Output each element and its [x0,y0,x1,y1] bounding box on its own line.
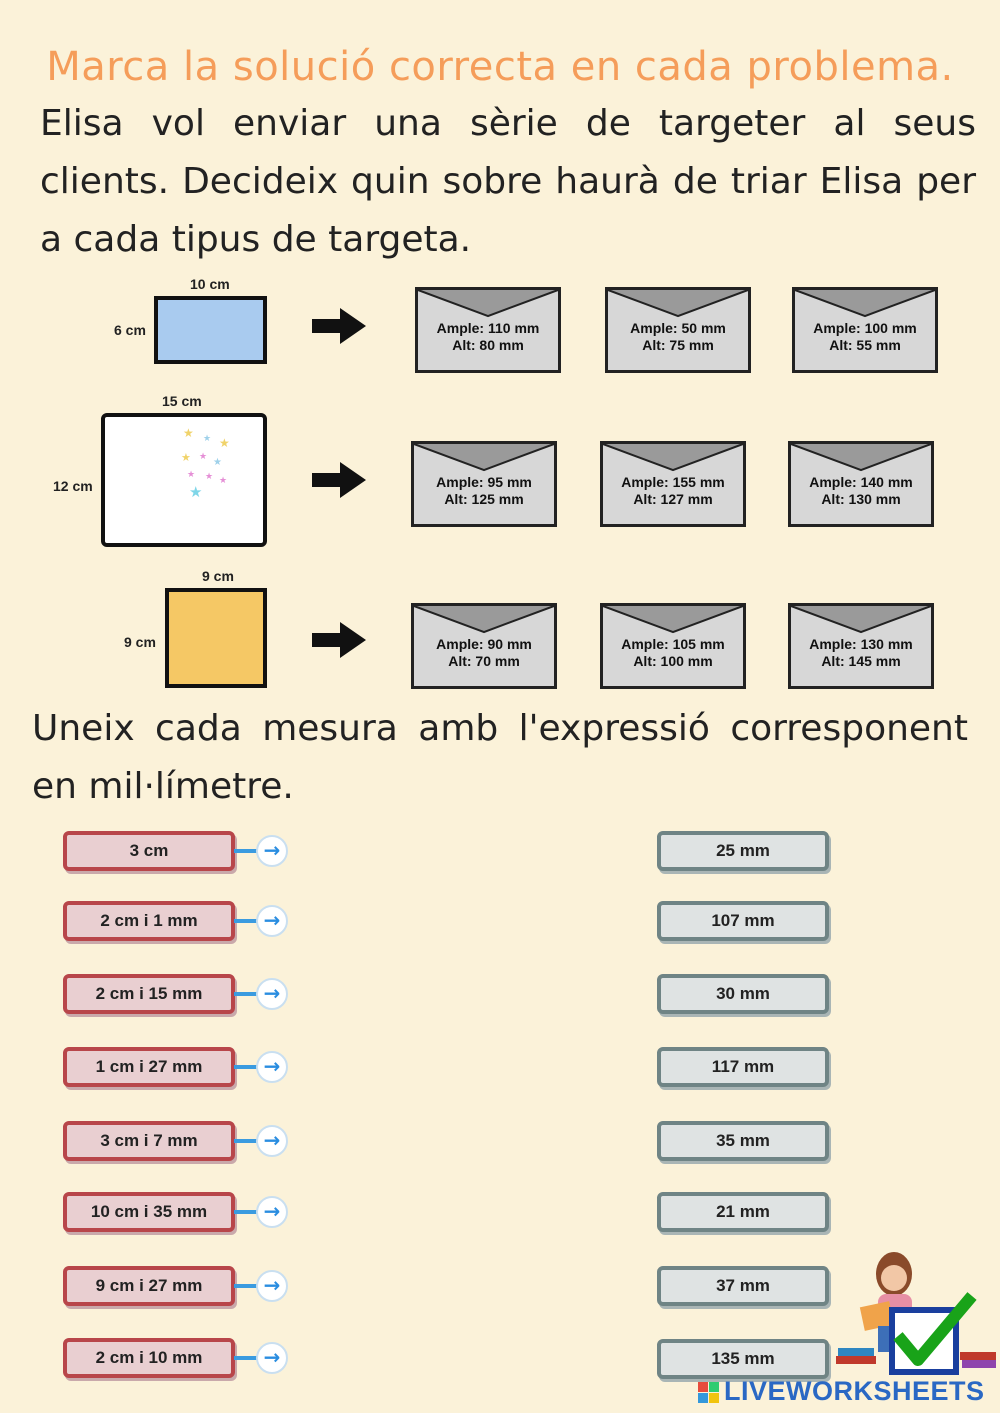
connect-arrow-icon[interactable]: → [256,905,288,937]
page-title: Marca la solució correcta en cada proble… [46,44,954,90]
mm-target[interactable]: 25 mm [657,831,829,871]
envelope-height: Alt: 125 mm [444,491,524,507]
svg-text:★: ★ [205,472,213,482]
connector-line [234,1210,262,1214]
svg-text:★: ★ [219,436,230,450]
svg-text:★: ★ [183,426,194,440]
envelope-width: Ample: 100 mm [813,320,917,336]
card-1-width-label: 10 cm [190,276,230,292]
connect-arrow-icon[interactable]: → [256,1051,288,1083]
envelope-height: Alt: 127 mm [633,491,713,507]
envelope-height: Alt: 130 mm [821,491,901,507]
mm-target[interactable]: 21 mm [657,1192,829,1232]
right-arrow-icon [312,622,366,658]
connector-line [234,992,262,996]
envelope-width: Ample: 50 mm [630,320,726,336]
envelope-height: Alt: 70 mm [448,653,520,669]
svg-text:★: ★ [213,457,222,468]
connect-arrow-icon[interactable]: → [256,978,288,1010]
measure-item[interactable]: 9 cm i 27 mm [63,1266,235,1306]
teacher-mascot-icon [836,1252,996,1375]
mm-target[interactable]: 37 mm [657,1266,829,1306]
envelope-height: Alt: 75 mm [642,337,714,353]
connect-arrow-icon[interactable]: → [256,1270,288,1302]
stars-icon: ★ ★ ★ ★ ★ ★ ★ ★ ★ ★ [181,426,230,501]
measure-item[interactable]: 3 cm [63,831,235,871]
connector-line [234,919,262,923]
connect-arrow-icon[interactable]: → [256,1125,288,1157]
card-2-height-label: 12 cm [53,478,93,494]
envelope-width: Ample: 95 mm [436,474,532,490]
envelope-height: Alt: 100 mm [633,653,713,669]
measure-item[interactable]: 3 cm i 7 mm [63,1121,235,1161]
card-3-width-label: 9 cm [202,568,234,584]
card-2-width-label: 15 cm [162,393,202,409]
match-instruction: Uneix cada mesura amb l'expressió corres… [32,708,968,807]
liveworksheets-logo-icon [698,1382,719,1403]
mm-target[interactable]: 30 mm [657,974,829,1014]
envelope-height: Alt: 55 mm [829,337,901,353]
svg-text:★: ★ [199,452,207,462]
connector-line [234,1356,262,1360]
card-1-height-label: 6 cm [114,322,146,338]
connector-line [234,1065,262,1069]
right-arrow-icon [312,308,366,344]
envelope-width: Ample: 90 mm [436,636,532,652]
connector-line [234,849,262,853]
envelope-width: Ample: 155 mm [621,474,725,490]
card-3-height-label: 9 cm [124,634,156,650]
intro-text: Elisa vol enviar una sèrie de targeter a… [40,103,976,260]
mm-target[interactable]: 107 mm [657,901,829,941]
connect-arrow-icon[interactable]: → [256,1196,288,1228]
measure-item[interactable]: 1 cm i 27 mm [63,1047,235,1087]
envelope-width: Ample: 110 mm [436,320,540,336]
card-3-shape [165,588,267,688]
connect-arrow-icon[interactable]: → [256,1342,288,1374]
connector-line [234,1139,262,1143]
envelope-width: Ample: 105 mm [621,636,725,652]
card-2-shape: ★ ★ ★ ★ ★ ★ ★ ★ ★ ★ [101,413,267,547]
card-1-shape [154,296,267,364]
mm-target[interactable]: 135 mm [657,1339,829,1379]
connect-arrow-icon[interactable]: → [256,835,288,867]
measure-item[interactable]: 2 cm i 10 mm [63,1338,235,1378]
svg-text:★: ★ [189,483,202,501]
envelope-width: Ample: 140 mm [809,474,913,490]
right-arrow-icon [312,462,366,498]
svg-text:★: ★ [187,470,195,480]
svg-text:★: ★ [203,434,211,444]
svg-text:★: ★ [181,451,191,464]
mm-target[interactable]: 117 mm [657,1047,829,1087]
envelope-width: Ample: 130 mm [809,636,913,652]
measure-item[interactable]: 2 cm i 15 mm [63,974,235,1014]
envelope-height: Alt: 145 mm [821,653,901,669]
connector-line [234,1284,262,1288]
mm-target[interactable]: 35 mm [657,1121,829,1161]
envelope-height: Alt: 80 mm [452,337,524,353]
brand-logo: LIVEWORKSHEETS [724,1376,985,1406]
svg-text:★: ★ [219,476,227,486]
measure-item[interactable]: 10 cm i 35 mm [63,1192,235,1232]
measure-item[interactable]: 2 cm i 1 mm [63,901,235,941]
